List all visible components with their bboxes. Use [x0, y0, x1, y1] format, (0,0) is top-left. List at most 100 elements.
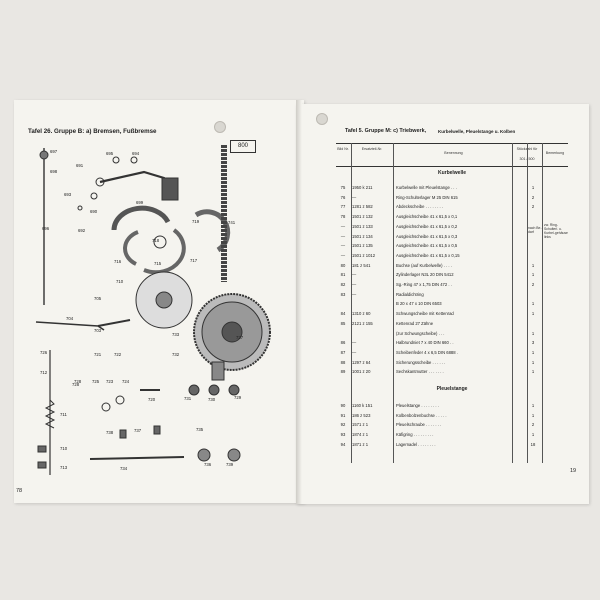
part-label: 741 — [228, 220, 236, 225]
table-row: 83—Radialdichtring — [336, 292, 568, 301]
cell-benennung: Abdeckscheibe . . . . . . . . — [396, 204, 444, 210]
cell-ersatzteil-nr: 1501 z 1012 — [352, 252, 376, 258]
cell-ersatzteil-nr: 1871 z 1 — [352, 441, 369, 447]
table-row: 84 1310 z 60 Schwungscheibe mit Kettenrad 1 — [336, 311, 568, 320]
part-label: 725 — [92, 379, 100, 384]
part-label: 694 — [132, 151, 140, 156]
part-label: 693 — [64, 192, 72, 197]
part-label: 719 — [192, 219, 200, 224]
part-label: 696 — [42, 226, 50, 231]
column-divider — [393, 143, 394, 463]
part-label: 727 — [236, 335, 244, 340]
cell-stueckzahl: 1 — [531, 185, 535, 190]
side-note-bedarf: nach Be-darf — [528, 226, 542, 234]
part-label: 737 — [134, 428, 142, 433]
cell-ersatzteil-nr: — — [352, 194, 357, 200]
cell-ersatzteil-nr: — — [352, 282, 357, 287]
cell-bild-nr: 87 — [340, 349, 346, 355]
part-label: 731 — [184, 396, 192, 401]
part-label: 721 — [94, 352, 102, 357]
cell-benennung: Käfigring . . . . . . . . . — [396, 432, 434, 438]
part-label: 718 — [152, 238, 160, 243]
table-header: Bild Nr. Ersatzteil-Nr. Benennung Stückz… — [336, 143, 568, 167]
part-label: 728 — [74, 379, 82, 384]
part-label: 705 — [94, 296, 102, 301]
column-divider — [527, 143, 528, 463]
cell-stueckzahl: 1 — [531, 301, 535, 307]
cell-bild-nr: 76 — [340, 194, 346, 200]
cell-stueckzahl: 2 — [531, 204, 535, 210]
part-label: 711 — [60, 412, 67, 417]
part-label: 695 — [106, 151, 114, 156]
cell-bild-nr: 91 — [340, 412, 346, 418]
cell-benennung: Scheibenfeder 4 x 6,5 DIN 6888 . — [396, 349, 458, 355]
cell-ersatzteil-nr: — — [352, 340, 357, 346]
part-label: 692 — [78, 228, 86, 233]
column-divider — [542, 143, 543, 463]
cell-bild-nr: 90 — [340, 403, 346, 408]
column-divider — [351, 143, 352, 463]
part-label: 735 — [196, 427, 204, 432]
part-label: 730 — [208, 397, 216, 402]
cell-ersatzteil-nr: 1950 k 211 — [352, 185, 373, 190]
right-page-title: Tafel 5. Gruppe M: c) Triebwerk, — [345, 128, 427, 134]
cell-benennung: Lagernadel . . . . . . . . — [396, 441, 436, 447]
cell-stueckzahl: 2 — [531, 194, 535, 200]
book-spine — [296, 100, 302, 504]
cell-bild-nr: 75 — [340, 185, 346, 190]
header-bild: Bild Nr. — [337, 147, 349, 151]
right-page-number: 19 — [570, 468, 577, 474]
column-divider — [512, 143, 513, 463]
part-label: 697 — [50, 149, 58, 154]
part-label: 690 — [90, 209, 98, 214]
section-pleuelstange: Pleuelstange — [436, 386, 468, 392]
cell-benennung: Buchse (auf Kurbelwelle) . . . . — [396, 262, 452, 268]
cell-benennung: Kolbenbolzenbuchse . . . . . — [396, 412, 447, 418]
table-row: 76 — Ring-Schulterlager M 25 DIN 615 2 — [336, 195, 568, 204]
cell-benennung: Sg.-Ring 47 x 1,75 DIN 472 . . — [396, 282, 452, 287]
cell-ersatzteil-nr: 1501 z 134 — [352, 233, 373, 239]
part-label: 715 — [154, 261, 162, 266]
part-label: 720 — [148, 397, 156, 402]
cell-stueckzahl: 1 — [531, 311, 535, 317]
cell-bild-nr: 77 — [340, 204, 346, 210]
side-note-ring: zw. Ring-Schulterl. u. Kurbel-gehäuse li… — [544, 223, 568, 239]
cell-ersatzteil-nr: — — [352, 291, 357, 297]
pedal-rubber — [161, 177, 179, 201]
cell-ersatzteil-nr: 1310 z 60 — [352, 311, 371, 317]
part-label: 704 — [66, 316, 74, 321]
left-page-number: 78 — [16, 488, 23, 494]
cell-benennung: Sechskantmutter . . . . . . . — [396, 369, 444, 375]
cell-ersatzteil-nr: 1501 z 132 — [352, 214, 373, 220]
cell-stueckzahl: 2 — [531, 282, 535, 287]
table-row: 86—Halbrundniet 7 x 40 DIN 660 . .3 — [336, 340, 568, 349]
cell-bild-nr: 81 — [340, 272, 346, 278]
table-row: 82—Sg.-Ring 47 x 1,75 DIN 472 . .2 — [336, 282, 568, 291]
cell-ersatzteil-nr: 181 z 541 — [352, 262, 371, 268]
right-page-title-detail: Kurbelwelle, Pleuelstange u. Kolben — [438, 129, 516, 134]
table-row: 90 1160 k 151 Pleuelstange . . . . . . . .… — [336, 403, 568, 412]
part-label: 712 — [40, 370, 48, 375]
cell-benennung: Ausgleichscheibe 41 x 61,5 x 0,15 — [396, 252, 460, 258]
cell-ersatzteil-nr: 1160 k 151 — [352, 403, 373, 408]
cell-ersatzteil-nr: 1571 z 1 — [352, 422, 369, 428]
cell-bild-nr: — — [340, 243, 346, 249]
part-label: 717 — [190, 258, 198, 263]
part-label: 698 — [50, 169, 58, 174]
cell-benennung: Pleuelstange . . . . . . . . — [396, 403, 439, 408]
part-label: 724 — [122, 379, 130, 384]
part-label: 710 — [116, 279, 124, 284]
cell-benennung: Ring-Schulterlager M 25 DIN 615 — [396, 194, 458, 200]
part-label: 699 — [136, 200, 144, 205]
cell-benennung: Schwungscheibe mit Kettenrad — [396, 311, 454, 317]
cell-bild-nr: 84 — [340, 311, 346, 317]
part-label: 729 — [234, 395, 242, 400]
cell-bild-nr: 94 — [340, 441, 346, 447]
